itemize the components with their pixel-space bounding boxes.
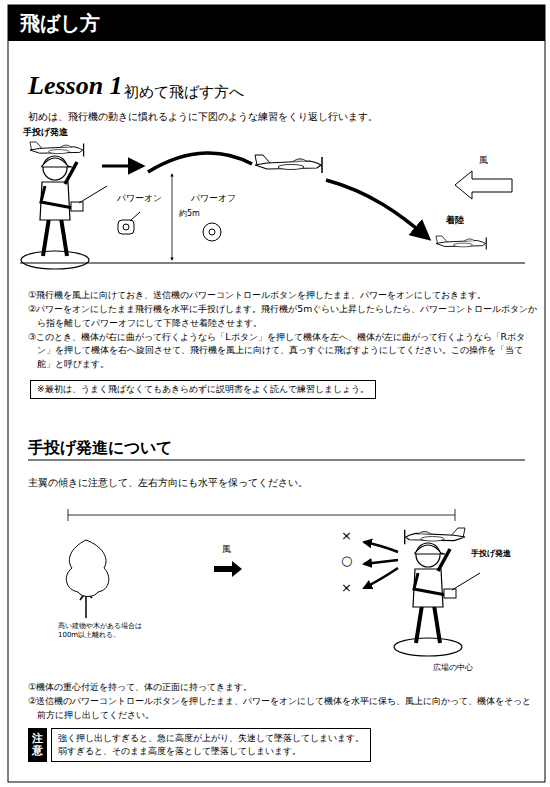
step-text: ②送信機のパワーコントロールボタンを押したまま、パワーをオンにして機体を水平に保… [28,694,537,721]
lesson-number: Lesson 1 [28,70,123,101]
step-text: ①飛行機を風上に向けておき、送信機のパワーコントロールボタンを押したまま、パワー… [28,288,537,301]
dimension: 約5m [178,208,201,220]
lesson-title: 初めて飛ばす方へ [124,82,244,104]
body-text: 主翼の傾きに注意して、左右方向にも水平を保ってください。 [28,476,308,490]
figure-label: 手投げ発進 [470,548,512,560]
wind-label: 風 [221,543,232,556]
node-text: 強く押し出しすぎると、急に高度が上がり、失速して墜落してしまいます。 弱すぎると… [58,732,364,758]
wind-label: 風 [478,154,489,167]
section-heading: 手投げ発進について [28,436,172,459]
title-bar: 飛ばし方 [8,5,545,41]
note-box: ※最初は、うまく飛ばなくてもあきらめずに説明書をよく読んで練習しましょう。 [30,380,376,399]
mark: × [340,580,353,596]
step-text: ①機体の重心付近を持って、体の正面に持ってきます。 [28,680,537,693]
figure-label: パワーオン [116,192,163,204]
caution-tag: 注意 [28,728,47,762]
figure-label: 手投げ発進 [22,126,69,139]
mark: ○ [340,553,353,569]
figure-label: 広場の中心 [432,662,474,674]
figure-label: パワーオフ [190,192,237,204]
step-text: ③このとき、機体が右に曲がって行くようなら「Lボタン」を押して機体を左へ、機体が… [28,330,537,370]
node-text: 注意 [32,733,43,757]
figure-label: 着陸 [445,214,465,227]
caution-box: 強く押し出しすぎると、急に高度が上がり、失速して墜落してしまいます。 弱すぎると… [51,728,371,762]
node-text: ※最初は、うまく飛ばなくてもあきらめずに説明書をよく読んで練習しましょう。 [37,383,369,396]
node-text: 飛ばし方 [20,5,545,41]
mark: × [340,528,353,544]
intro-text: 初めは、飛行機の動きに慣れるように下図のような練習をくり返し行います。 [28,110,378,124]
figure-note: 高い建物や木がある場合は 100m以上離れる。 [58,622,150,640]
step-text: ②パワーをオンにしたまま飛行機を水平に手投げします。飛行機が5mぐらい上昇したら… [28,302,537,329]
